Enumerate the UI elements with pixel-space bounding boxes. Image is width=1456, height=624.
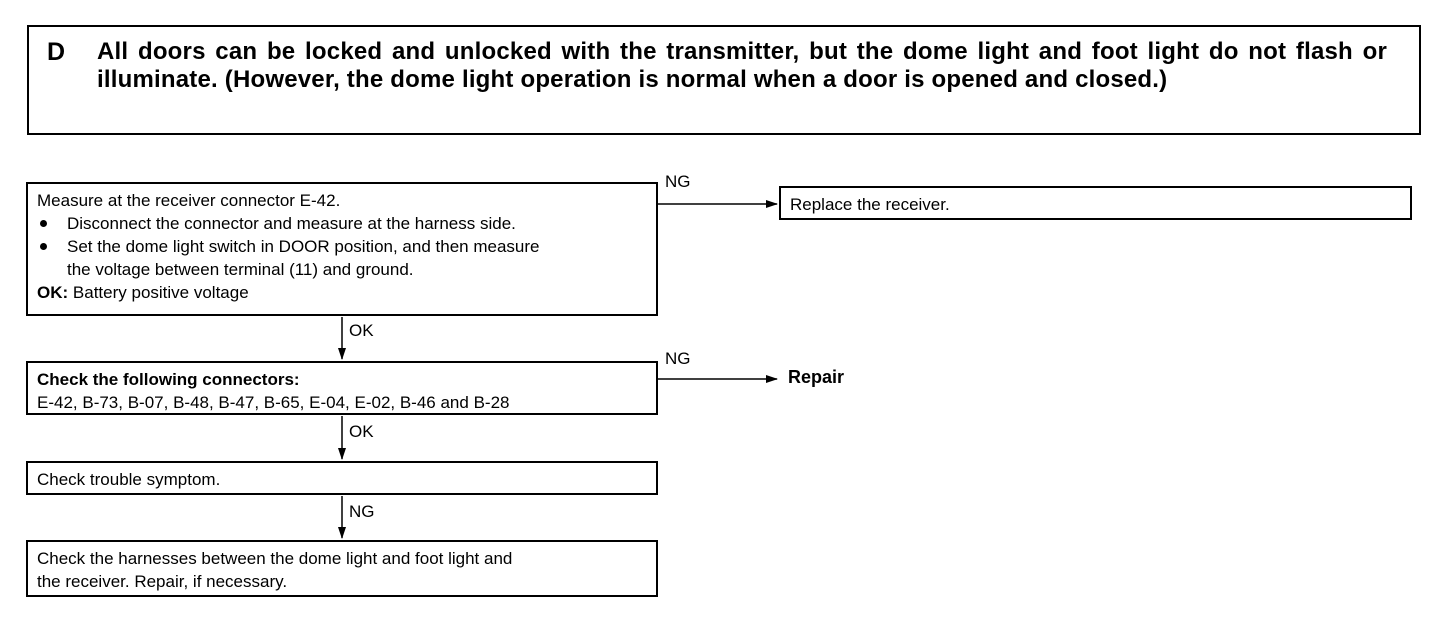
- harness-line-1: Check the harnesses between the dome lig…: [37, 549, 513, 568]
- ng-label-connectors: NG: [665, 349, 691, 368]
- ng-label-symptom: NG: [349, 502, 375, 521]
- ok-label-measure: OK: [349, 321, 374, 340]
- repair-result: Repair: [788, 367, 845, 387]
- measure-bullet-2-continued: the voltage between terminal (11) and gr…: [67, 260, 414, 279]
- connectors-list: E-42, B-73, B-07, B-48, B-47, B-65, E-04…: [37, 393, 510, 412]
- measure-bullet-1: Disconnect the connector and measure at …: [37, 212, 539, 235]
- symptom-letter: D: [47, 38, 66, 66]
- symptom-check-text: Check trouble symptom.: [37, 470, 221, 489]
- measure-step-box: Measure at the receiver connector E-42. …: [26, 182, 658, 316]
- bullet-dot: [40, 220, 47, 227]
- harness-line-2: the receiver. Repair, if necessary.: [37, 572, 288, 591]
- ok-criteria-label: OK:: [37, 283, 69, 302]
- measure-ok-criteria: OK: Battery positive voltage: [37, 281, 539, 304]
- connectors-title: Check the following connectors:: [37, 370, 300, 389]
- ok-criteria-value: Battery positive voltage: [72, 283, 249, 302]
- harness-check-box: Check the harnesses between the dome lig…: [26, 540, 658, 597]
- bullet-dot: [40, 243, 47, 250]
- replace-receiver-box: Replace the receiver.: [779, 186, 1412, 220]
- symptom-check-box: Check trouble symptom.: [26, 461, 658, 495]
- connectors-step-box: Check the following connectors: E-42, B-…: [26, 361, 658, 415]
- replace-receiver-text: Replace the receiver.: [790, 195, 950, 214]
- symptom-header-box: [27, 25, 1421, 135]
- ng-label-measure: NG: [665, 172, 691, 191]
- measure-bullet-2: Set the dome light switch in DOOR positi…: [37, 235, 539, 258]
- symptom-description: All doors can be locked and unlocked wit…: [97, 38, 1387, 93]
- measure-intro: Measure at the receiver connector E-42.: [37, 191, 341, 210]
- ok-label-connectors: OK: [349, 422, 374, 441]
